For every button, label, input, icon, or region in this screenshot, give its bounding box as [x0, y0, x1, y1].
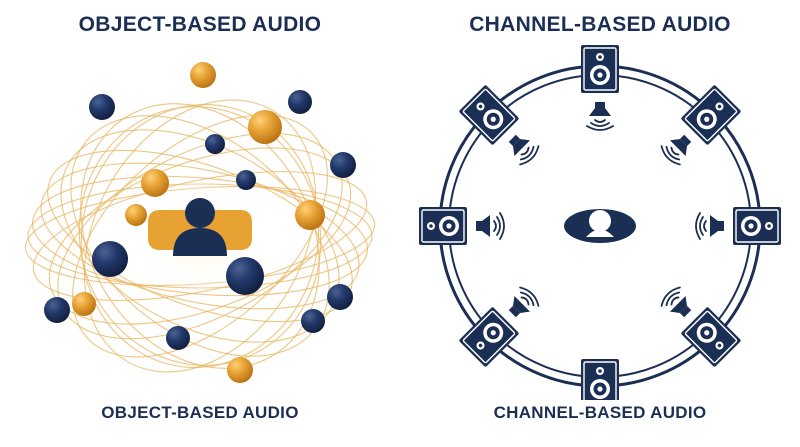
object-based-diagram — [24, 62, 376, 383]
audio-object-navy — [226, 257, 264, 295]
speaker-icon — [732, 206, 782, 246]
orbit-paths — [24, 99, 376, 373]
audio-object-orange — [72, 292, 96, 316]
audio-object-orange — [190, 62, 216, 88]
audio-object-navy — [301, 309, 325, 333]
listener-icon — [564, 209, 636, 243]
audio-object-orange — [227, 357, 253, 383]
audio-object-navy — [44, 297, 70, 323]
channel-based-diagram — [418, 44, 782, 400]
audio-object-navy — [330, 152, 356, 178]
orbit-line — [80, 104, 320, 368]
audio-object-navy — [236, 170, 256, 190]
orbit-line — [40, 162, 360, 310]
sound-wave-icon — [502, 283, 543, 324]
speaker-icon — [418, 206, 468, 246]
speaker-icon — [580, 358, 620, 400]
sound-wave-icon — [657, 128, 698, 169]
listener-icon — [148, 198, 252, 256]
audio-object-navy — [89, 94, 115, 120]
orbit-line — [80, 103, 320, 369]
audio-object-navy — [92, 241, 128, 277]
object-based-caption: OBJECT-BASED AUDIO — [101, 403, 299, 422]
sound-wave-icon — [475, 212, 505, 240]
orbit-line — [72, 114, 328, 358]
audio-object-orange — [248, 110, 282, 144]
orbit-line — [83, 99, 317, 373]
speaker-icon — [580, 44, 620, 94]
channel-based-caption: CHANNEL-BASED AUDIO — [493, 403, 707, 422]
sound-wave-icon — [502, 128, 543, 169]
audio-object-navy — [288, 90, 312, 114]
channel-based-title: CHANNEL-BASED AUDIO — [469, 13, 731, 36]
sound-wave-icon — [695, 212, 725, 240]
audio-objects — [44, 62, 356, 383]
audio-object-orange — [295, 200, 325, 230]
audio-object-orange — [125, 204, 147, 226]
object-based-title: OBJECT-BASED AUDIO — [78, 13, 322, 36]
sound-wave-icon — [657, 283, 698, 324]
audio-object-navy — [166, 326, 190, 350]
audio-object-orange — [141, 169, 169, 197]
audio-object-navy — [327, 284, 353, 310]
audio-object-navy — [205, 134, 225, 154]
orbit-line — [48, 147, 352, 325]
sound-wave-icon — [586, 101, 614, 131]
